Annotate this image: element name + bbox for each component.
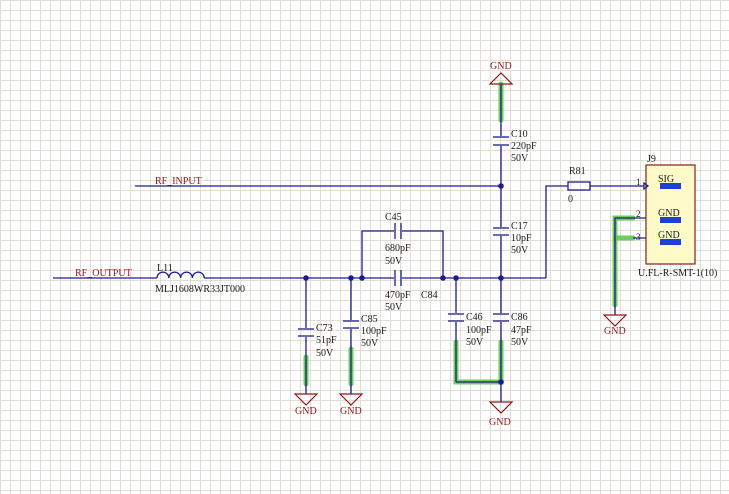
net-label-rf-output: RF_OUTPUT: [75, 268, 132, 279]
j9-pin3-name: GND: [658, 230, 680, 241]
c10-value: 220pF: [511, 141, 537, 152]
capacitor-c85[interactable]: C85 100pF 50V: [343, 314, 387, 349]
j9-pin2[interactable]: [660, 217, 681, 223]
c45-ref: C45: [385, 212, 402, 223]
capacitor-c10[interactable]: C10 220pF 50V: [493, 129, 537, 164]
c86-value: 47pF: [511, 325, 532, 336]
j9-pin2-num: 2: [636, 209, 641, 219]
j9-pin1-num: 1: [636, 177, 641, 187]
gnd-symbol-c86: GND: [488, 401, 514, 428]
c45-voltage: 50V: [385, 256, 403, 267]
wires: [53, 84, 656, 402]
l11-value: MLJ1608WR33JT000: [155, 284, 245, 295]
gnd-symbol-c73: GND: [293, 393, 319, 417]
gnd-label-j9: GND: [604, 326, 626, 337]
resistor-r81[interactable]: R81 0: [567, 166, 591, 205]
connector-j9[interactable]: J9 1 2 3 SIG GND GND U.FL-R-SMT-1(10): [636, 154, 717, 279]
j9-pin1-name: SIG: [658, 174, 674, 185]
j9-pin1[interactable]: [660, 183, 681, 189]
j9-body: [645, 164, 696, 265]
c45-value: 680pF: [385, 243, 411, 254]
c85-value: 100pF: [361, 326, 387, 337]
c46-voltage: 50V: [466, 337, 484, 348]
c85-voltage: 50V: [361, 338, 379, 349]
c86-voltage: 50V: [511, 337, 529, 348]
gnd-symbol-top: GND: [488, 61, 514, 85]
gnd-symbol-j9: GND: [602, 314, 628, 337]
r81-ref: R81: [569, 166, 586, 177]
c73-voltage: 50V: [316, 348, 334, 359]
gnd-symbol-c85: GND: [338, 393, 364, 417]
j9-part: U.FL-R-SMT-1(10): [638, 268, 717, 279]
gnd-label-top: GND: [490, 61, 512, 72]
j9-pin2-name: GND: [658, 208, 680, 219]
net-label-rf-input: RF_INPUT: [155, 176, 202, 187]
c84-voltage: 50V: [385, 302, 403, 313]
j9-pin3[interactable]: [660, 239, 681, 245]
gnd-label-c85: GND: [340, 406, 362, 417]
c17-voltage: 50V: [511, 245, 529, 256]
capacitor-c73[interactable]: C73 51pF 50V: [298, 323, 337, 359]
gnd-label-c86: GND: [489, 417, 511, 428]
gnd-label-c73: GND: [295, 406, 317, 417]
c17-ref: C17: [511, 221, 528, 232]
capacitor-c86[interactable]: C86 47pF 50V: [493, 312, 532, 348]
c85-ref: C85: [361, 314, 378, 325]
r81-value: 0: [568, 194, 573, 205]
l11-ref: L11: [157, 263, 173, 274]
junctions: [303, 183, 504, 385]
capacitor-c17[interactable]: C17 10pF 50V: [493, 221, 532, 256]
j9-pin3-num: 3: [636, 232, 641, 242]
c84-value: 470pF: [385, 290, 411, 301]
inductor-l11[interactable]: L11 MLJ1608WR33JT000: [155, 263, 245, 295]
c73-ref: C73: [316, 323, 333, 334]
c86-ref: C86: [511, 312, 528, 323]
j9-ref: J9: [647, 154, 656, 165]
c17-value: 10pF: [511, 233, 532, 244]
capacitor-c84[interactable]: 470pF 50V C84: [385, 270, 438, 313]
c73-value: 51pF: [316, 335, 337, 346]
c84-ref: C84: [421, 290, 438, 301]
c46-ref: C46: [466, 312, 483, 323]
c10-voltage: 50V: [511, 153, 529, 164]
capacitor-c45[interactable]: C45 680pF 50V: [385, 212, 411, 267]
capacitor-c46[interactable]: C46 100pF 50V: [448, 312, 492, 348]
c10-ref: C10: [511, 129, 528, 140]
c46-value: 100pF: [466, 325, 492, 336]
